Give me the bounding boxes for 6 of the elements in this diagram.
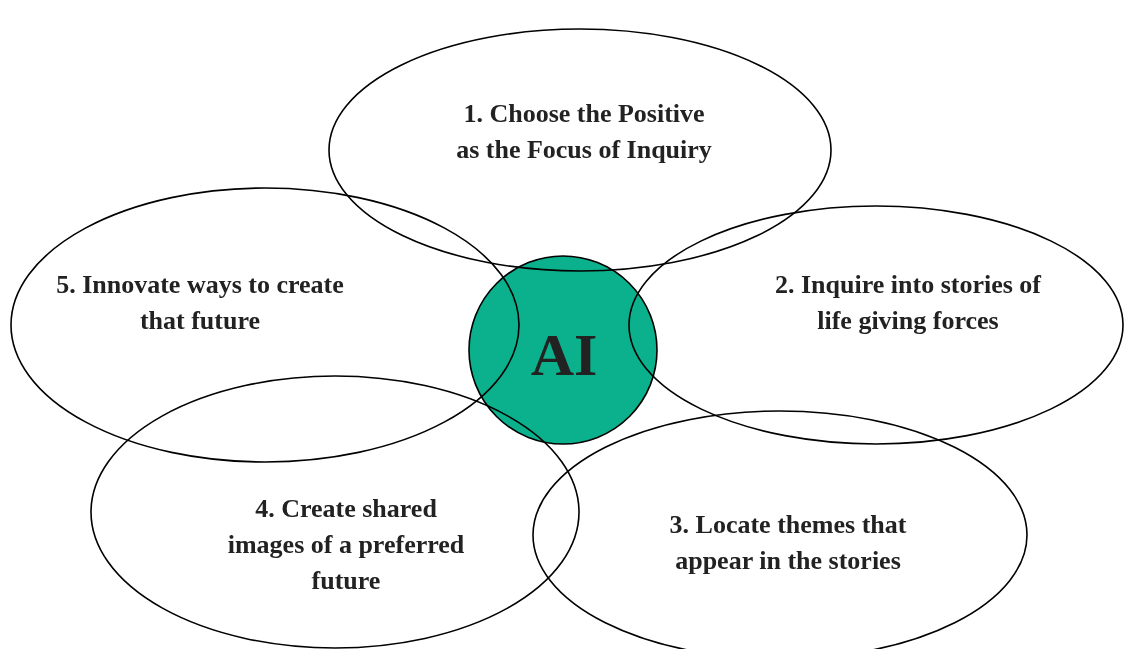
step-text: 3. Locate themes that appear in the stories: [668, 509, 908, 577]
center-label: AI: [530, 321, 598, 390]
step-text: 2. Inquire into stories of life giving forces: [774, 269, 1043, 337]
step-text: 4. Create shared images of a preferred future: [226, 493, 466, 597]
step-text: 1. Choose the Positive as the Focus of Inquiry: [455, 98, 713, 166]
step-text: 5. Innovate ways to create that future: [55, 269, 345, 337]
